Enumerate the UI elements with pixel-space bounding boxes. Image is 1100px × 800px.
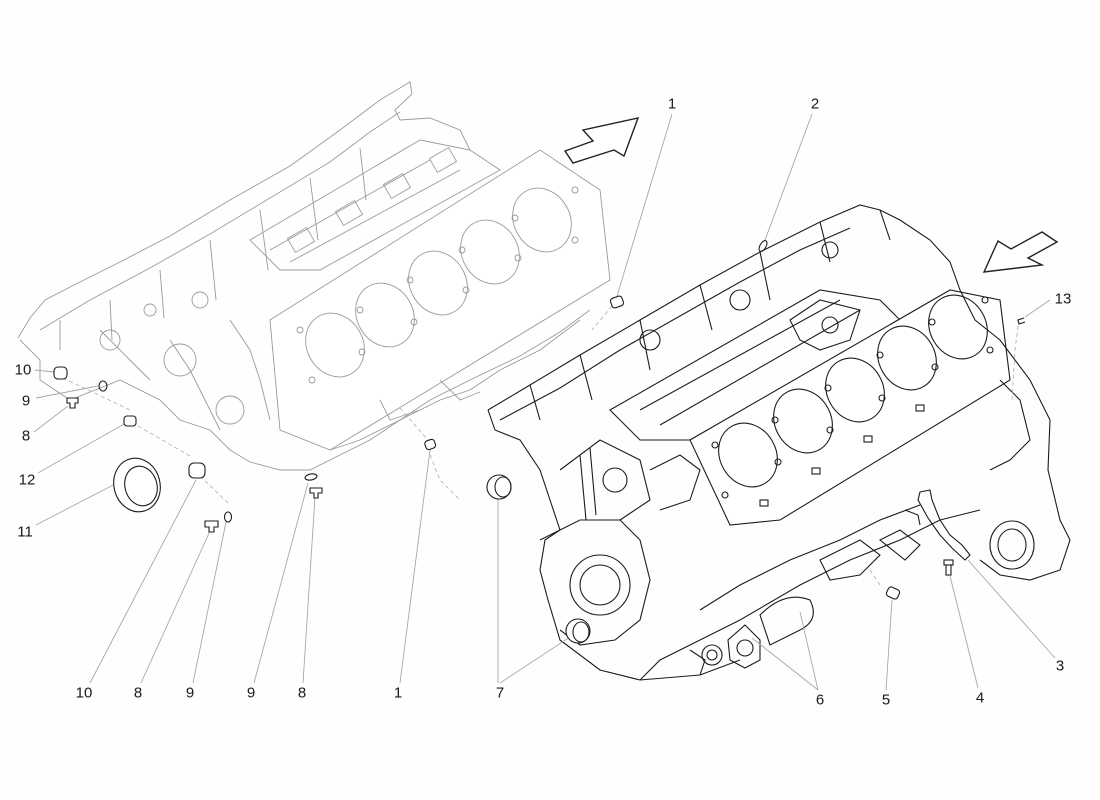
cap-icon (486, 474, 512, 500)
callout-c3[interactable]: 3 (1055, 657, 1065, 675)
callout-c1-bottom[interactable]: 1 (393, 684, 403, 702)
clip-icon (1017, 317, 1026, 325)
bracket-icon (904, 489, 971, 561)
callout-c13[interactable]: 13 (1054, 290, 1072, 308)
front-direction-arrow (563, 117, 640, 164)
left-cylinder-bores (305, 187, 572, 378)
callout-c1-top[interactable]: 1 (667, 95, 677, 113)
callout-c9-bottom[interactable]: 9 (185, 684, 195, 702)
callout-c10-left[interactable]: 10 (14, 361, 32, 379)
leader-lines (33, 113, 1056, 691)
dowel-sleeve-icon (424, 438, 437, 451)
callout-c12[interactable]: 12 (18, 471, 36, 489)
bush-icon (123, 415, 137, 427)
o-ring-icon (223, 511, 233, 523)
o-ring-icon (98, 380, 108, 392)
right-cylinder-bores (718, 294, 988, 488)
screw-plug-icon (66, 397, 79, 409)
callout-c2[interactable]: 2 (810, 95, 820, 113)
callout-c6[interactable]: 6 (815, 691, 825, 709)
loose-parts (53, 240, 1026, 644)
dowel-sleeve-icon (885, 586, 901, 600)
callout-c8-mid[interactable]: 8 (297, 684, 307, 702)
o-ring-icon (758, 240, 768, 252)
shaft-seal-ring-icon (113, 457, 161, 513)
left-engine-block-ghost (17, 81, 611, 471)
dowel-sleeve-icon (609, 295, 625, 309)
callout-c4[interactable]: 4 (975, 689, 985, 707)
right-engine-block (487, 204, 1071, 681)
o-ring-icon (304, 473, 318, 481)
screw-plug-icon (204, 520, 219, 533)
callout-c9-mid[interactable]: 9 (246, 684, 256, 702)
callout-c9-left[interactable]: 9 (21, 392, 31, 410)
callout-c7[interactable]: 7 (495, 684, 505, 702)
plug-icon (53, 366, 68, 380)
callout-c5[interactable]: 5 (881, 691, 891, 709)
alignment-lines (62, 305, 1019, 586)
rear-direction-arrow (982, 231, 1059, 273)
callout-c8-bottom[interactable]: 8 (133, 684, 143, 702)
cap-icon (565, 618, 591, 644)
plug-icon (188, 462, 206, 479)
callout-c10-bottom[interactable]: 10 (75, 684, 93, 702)
callout-c11[interactable]: 11 (17, 523, 33, 541)
bolt-icon (943, 559, 954, 576)
callout-c8-left[interactable]: 8 (21, 427, 31, 445)
screw-plug-icon (309, 487, 323, 499)
